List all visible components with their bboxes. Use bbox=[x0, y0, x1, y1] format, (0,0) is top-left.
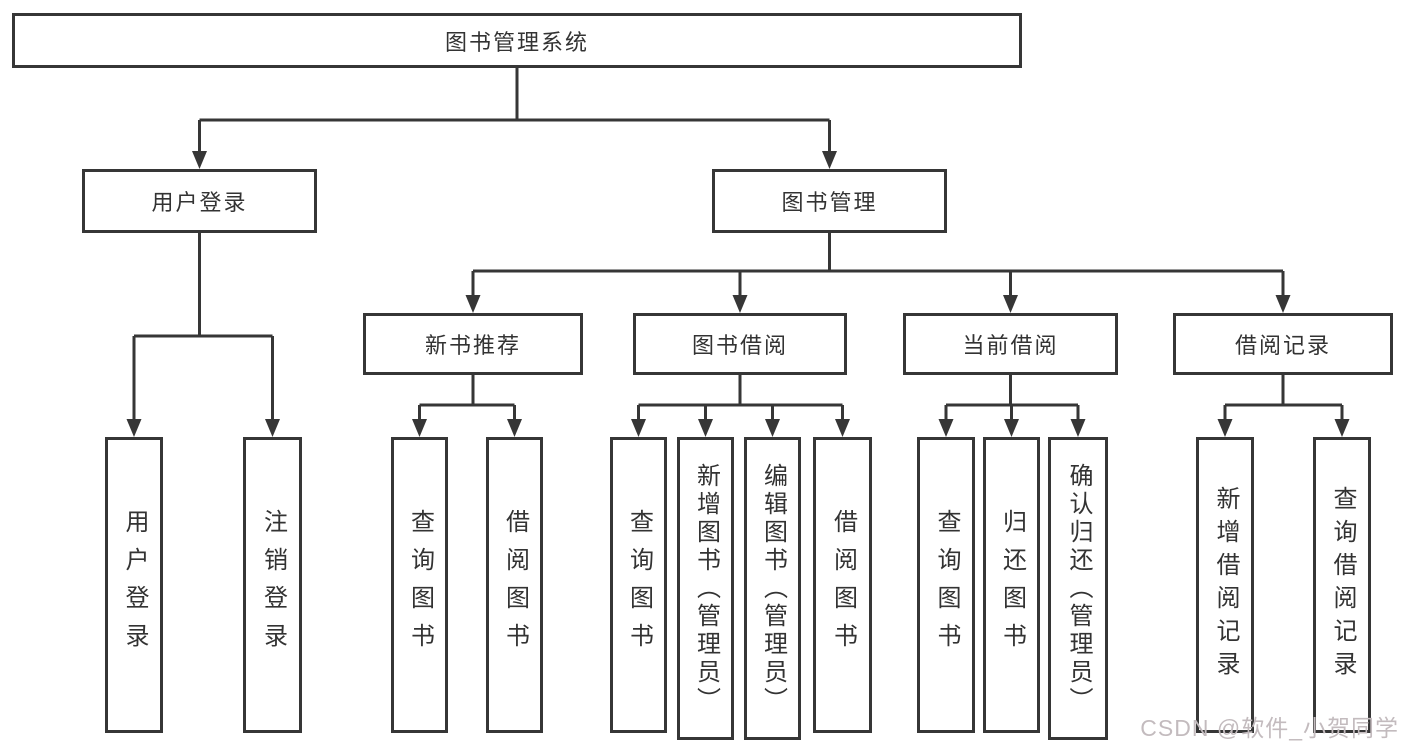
node-library-management-system: 图书管理系统 bbox=[12, 13, 1022, 68]
leaf-newbook-borrow-books-label: 借阅图书 bbox=[501, 509, 529, 661]
leaf-add-borrow-record: 新增借阅记录 bbox=[1196, 437, 1254, 733]
leaf-query-borrow-record-label: 查询借阅记录 bbox=[1329, 486, 1356, 684]
leaf-edit-book-admin: 编辑图书（管理员） bbox=[744, 437, 801, 740]
leaf-newbook-query-books: 查询图书 bbox=[391, 437, 448, 733]
csdn-watermark: CSDN @软件_小贺同学 bbox=[1140, 715, 1399, 741]
leaf-confirm-return-admin-label: 确认归还（管理员） bbox=[1065, 462, 1092, 715]
leaf-edit-book-admin-label: 编辑图书（管理员） bbox=[759, 462, 787, 715]
node-borrow-record: 借阅记录 bbox=[1173, 313, 1393, 375]
leaf-current-query-books: 查询图书 bbox=[917, 437, 975, 733]
leaf-newbook-query-books-label: 查询图书 bbox=[406, 509, 434, 661]
node-current-borrow: 当前借阅 bbox=[903, 313, 1118, 375]
leaf-add-borrow-record-label: 新增借阅记录 bbox=[1212, 486, 1239, 684]
leaf-borrow-query-books: 查询图书 bbox=[610, 437, 667, 733]
leaf-borrow-borrow-books-label: 借阅图书 bbox=[829, 509, 857, 661]
node-book-management: 图书管理 bbox=[712, 169, 947, 233]
leaf-borrow-query-books-label: 查询图书 bbox=[625, 509, 653, 661]
leaf-current-query-books-label: 查询图书 bbox=[933, 509, 960, 661]
leaf-confirm-return-admin: 确认归还（管理员） bbox=[1048, 437, 1108, 740]
node-book-borrow: 图书借阅 bbox=[633, 313, 847, 375]
leaf-add-book-admin-label: 新增图书（管理员） bbox=[692, 462, 720, 715]
leaf-newbook-borrow-books: 借阅图书 bbox=[486, 437, 543, 733]
node-new-book-recommend: 新书推荐 bbox=[363, 313, 583, 375]
leaf-logout-login: 注销登录 bbox=[243, 437, 302, 733]
leaf-borrow-borrow-books: 借阅图书 bbox=[813, 437, 872, 733]
leaf-add-book-admin: 新增图书（管理员） bbox=[677, 437, 734, 740]
leaf-return-books-label: 归还图书 bbox=[998, 509, 1026, 661]
leaf-return-books: 归还图书 bbox=[983, 437, 1040, 733]
leaf-logout-login-label: 注销登录 bbox=[259, 509, 287, 661]
leaf-user-login-label: 用户登录 bbox=[121, 509, 148, 661]
leaf-user-login: 用户登录 bbox=[105, 437, 163, 733]
node-user-login: 用户登录 bbox=[82, 169, 317, 233]
leaf-query-borrow-record: 查询借阅记录 bbox=[1313, 437, 1371, 733]
